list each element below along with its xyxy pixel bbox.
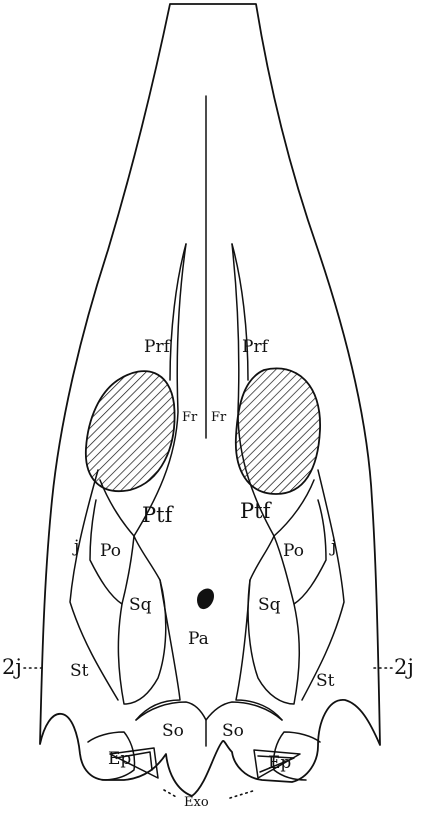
label-sq-left: Sq	[129, 595, 152, 615]
label-pa: Pa	[188, 629, 209, 649]
label-fr-left: Fr	[182, 410, 198, 425]
exo-leader-left	[164, 790, 178, 798]
exo-leader-right	[230, 790, 256, 798]
label-ep-left: Ep	[108, 749, 131, 769]
label-j-right: j	[329, 537, 336, 557]
label-ptf-right: Ptf	[240, 499, 273, 523]
label-st-right: St	[316, 671, 335, 691]
label-j-left: j	[72, 537, 79, 557]
label-so-right: So	[222, 721, 244, 741]
label-prf-left: Prf	[144, 337, 172, 357]
label-qj-right: 2j	[394, 655, 414, 679]
pineal-foramen	[197, 589, 214, 610]
right-orbit	[236, 368, 320, 494]
right-squamosal	[248, 536, 299, 704]
left-orbit	[86, 371, 175, 491]
right-jugal-suture	[302, 470, 344, 700]
label-sq-right: Sq	[258, 595, 281, 615]
label-ptf-left: Ptf	[142, 503, 175, 527]
label-po-right: Po	[283, 541, 304, 561]
label-so-left: So	[162, 721, 184, 741]
label-st-left: St	[70, 661, 89, 681]
label-prf-right: Prf	[242, 337, 270, 357]
label-exo: Exo	[184, 795, 209, 810]
label-po-left: Po	[100, 541, 121, 561]
left-squamosal	[118, 536, 165, 704]
label-ep-right: Ep	[268, 753, 291, 773]
label-qj-left: 2j	[2, 655, 22, 679]
label-fr-right: Fr	[211, 410, 227, 425]
